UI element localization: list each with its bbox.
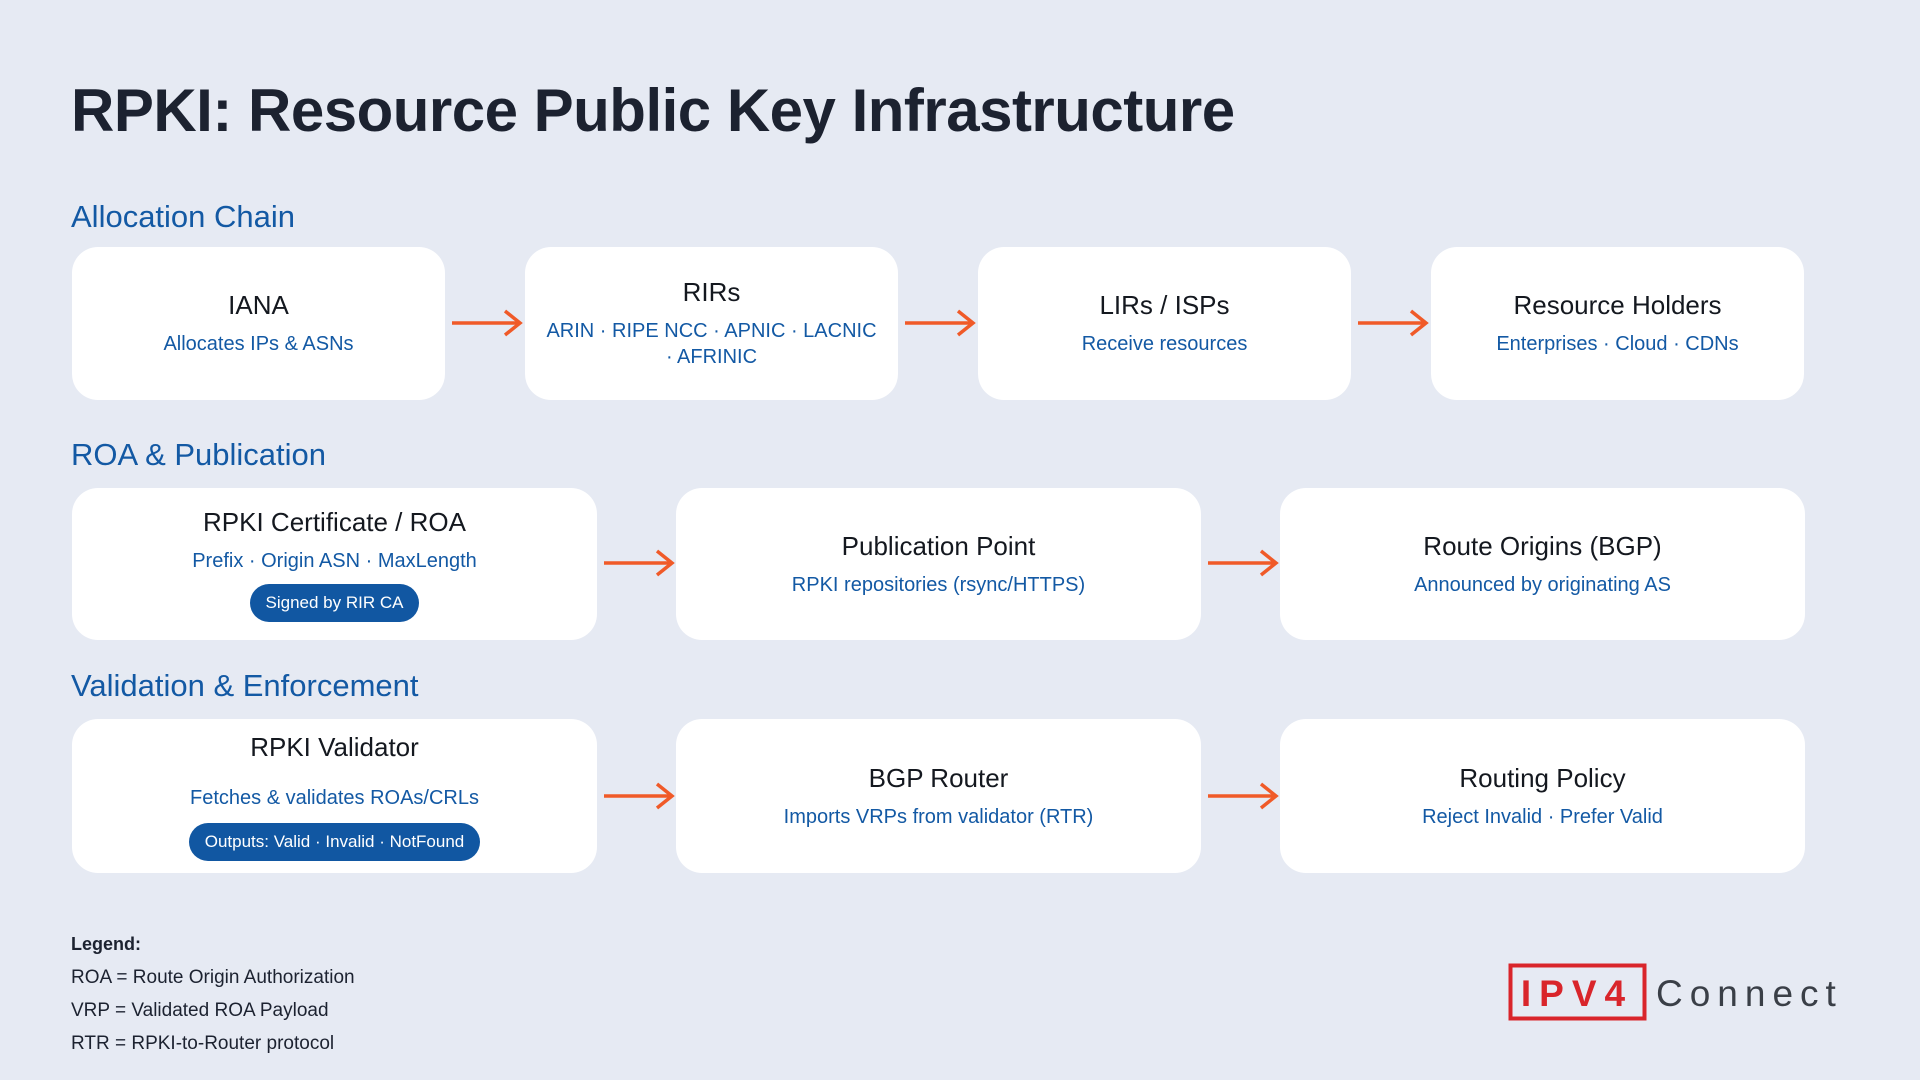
section-heading-validation: Validation & Enforcement — [71, 668, 419, 703]
card-subtitle: RPKI repositories (rsync/HTTPS) — [791, 573, 1086, 596]
card-subtitle: Fetches & validates ROAs/CRLs — [190, 786, 479, 809]
card-title: BGP Router — [868, 762, 1009, 793]
card-rirs: RIRs ARIN · RIPE NCC · APNIC · LACNIC · … — [525, 247, 898, 400]
legend-item: RTR = RPKI-to-Router protocol — [71, 1033, 335, 1054]
card-subtitle: Prefix · Origin ASN · MaxLength — [192, 549, 477, 572]
card-lirs-isps: LIRs / ISPs Receive resources — [978, 247, 1351, 400]
card-iana: IANA Allocates IPs & ASNs — [72, 247, 445, 400]
arrow-right-icon — [1208, 782, 1279, 810]
card-publication-point: Publication Point RPKI repositories (rsy… — [676, 488, 1201, 640]
card-title: Routing Policy — [1459, 762, 1626, 793]
page-title: RPKI: Resource Public Key Infrastructure — [71, 77, 1235, 144]
card-subtitle: ARIN · RIPE NCC · APNIC · LACNIC · AFRIN… — [546, 320, 877, 368]
card-subtitle: Reject Invalid · Prefer Valid — [1422, 805, 1663, 828]
card-title: Resource Holders — [1513, 290, 1722, 320]
arrow-right-icon — [1358, 309, 1429, 337]
card-title: RIRs — [682, 277, 741, 307]
arrow-right-icon — [1208, 549, 1279, 577]
arrow-right-icon — [604, 782, 675, 810]
logo-connect-text: Connect — [1656, 973, 1843, 1014]
arrow-right-icon — [905, 309, 976, 337]
card-rpki-certificate: RPKI Certificate / ROA Prefix · Origin A… — [72, 488, 597, 640]
legend-item: ROA = Route Origin Authorization — [71, 967, 355, 988]
legend-item: VRP = Validated ROA Payload — [71, 1000, 329, 1021]
card-title: LIRs / ISPs — [1099, 290, 1230, 320]
ipv4-connect-logo: IPV4 Connect — [1508, 963, 1843, 1021]
card-title: IANA — [228, 290, 289, 320]
card-subtitle: Receive resources — [1081, 333, 1248, 355]
card-rpki-validator: RPKI Validator Fetches & validates ROAs/… — [72, 719, 597, 873]
card-bgp-router: BGP Router Imports VRPs from validator (… — [676, 719, 1201, 873]
card-route-origins: Route Origins (BGP) Announced by origina… — [1280, 488, 1805, 640]
card-resource-holders: Resource Holders Enterprises · Cloud · C… — [1431, 247, 1804, 400]
signed-badge: Signed by RIR CA — [249, 583, 420, 622]
card-title: Publication Point — [841, 530, 1036, 561]
outputs-badge: Outputs: Valid · Invalid · NotFound — [188, 822, 481, 861]
section-heading-allocation: Allocation Chain — [71, 199, 296, 234]
card-routing-policy: Routing Policy Reject Invalid · Prefer V… — [1280, 719, 1805, 873]
card-subtitle: Announced by originating AS — [1414, 573, 1671, 596]
card-title: RPKI Validator — [250, 731, 419, 762]
card-subtitle: Enterprises · Cloud · CDNs — [1496, 333, 1739, 355]
card-subtitle: Imports VRPs from validator (RTR) — [783, 805, 1094, 828]
card-title: Route Origins (BGP) — [1423, 530, 1662, 561]
card-title: RPKI Certificate / ROA — [203, 506, 466, 537]
section-heading-roa: ROA & Publication — [71, 437, 327, 472]
arrow-right-icon — [604, 549, 675, 577]
logo-ipv4-text: IPV4 — [1521, 973, 1633, 1014]
legend-title: Legend: — [71, 934, 141, 954]
arrow-right-icon — [452, 309, 523, 337]
card-subtitle: Allocates IPs & ASNs — [163, 333, 354, 355]
